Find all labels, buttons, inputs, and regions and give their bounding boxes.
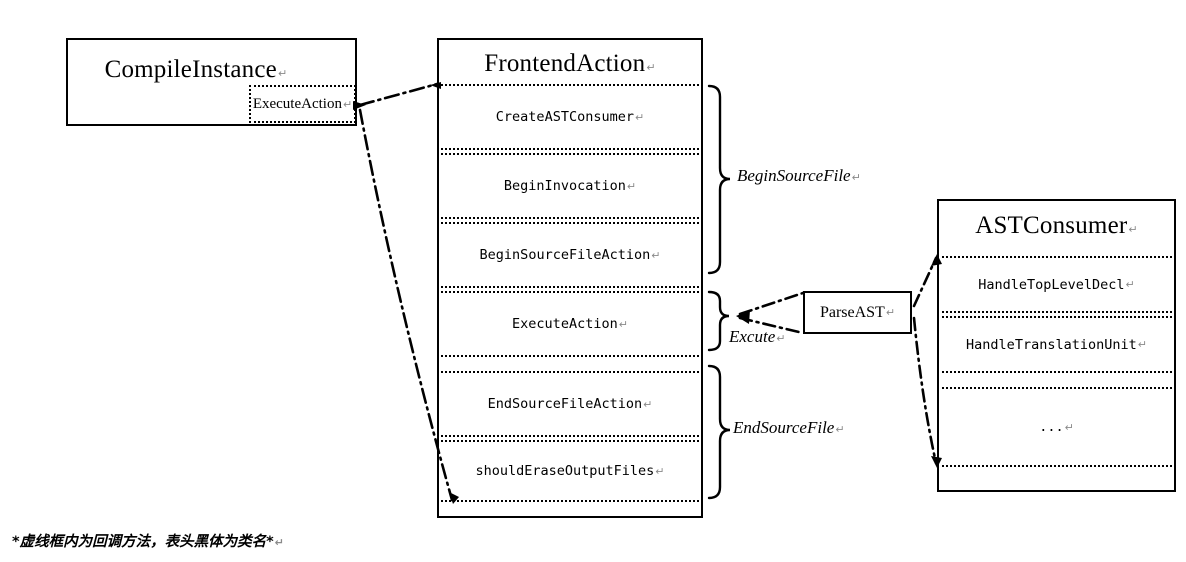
- brace-excute: [707, 290, 730, 352]
- frontend-method-row[interactable]: ExecuteAction↵: [437, 291, 703, 357]
- cr-glyph: ↵: [634, 110, 645, 124]
- connector-parseast-to-astconsumer: [912, 256, 938, 465]
- cr-glyph: ↵: [655, 464, 665, 478]
- compile-instance-callback-label: ExecuteAction↵: [252, 95, 353, 112]
- cr-glyph: ↵: [1137, 338, 1147, 351]
- cr-glyph: ↵: [1125, 278, 1135, 291]
- frontend-method-label: EndSourceFileAction: [487, 396, 643, 412]
- ast-consumer-method-row[interactable]: HandleTranslationUnit↵: [937, 316, 1176, 373]
- frontend-method-row[interactable]: CreateASTConsumer↵: [437, 84, 703, 150]
- ast-consumer-method-row[interactable]: HandleTopLevelDecl↵: [937, 256, 1176, 313]
- parse-ast-box: [803, 291, 912, 334]
- frontend-method-label: CreateASTConsumer: [495, 109, 634, 125]
- ast-consumer-method-label: ...: [1039, 419, 1064, 435]
- frontend-action-box: [437, 38, 703, 518]
- cr-glyph: ↵: [651, 248, 661, 262]
- brace-label-end-source-file: EndSourceFile↵: [733, 418, 845, 437]
- cr-glyph: ↵: [342, 97, 353, 111]
- connector-arrow-excute: [736, 310, 750, 324]
- cr-glyph: ↵: [274, 536, 284, 549]
- ast-consumer-title: ASTConsumer↵: [975, 212, 1138, 239]
- frontend-action-title: FrontendAction↵: [484, 50, 656, 77]
- parse-ast-label: ParseAST↵: [819, 303, 896, 321]
- frontend-method-row[interactable]: BeginInvocation↵: [437, 153, 703, 219]
- cr-glyph: ↵: [626, 179, 637, 193]
- ast-consumer-method-label: HandleTranslationUnit: [966, 336, 1137, 353]
- frontend-method-row[interactable]: BeginSourceFileAction↵: [437, 222, 703, 288]
- compile-instance-title: CompileInstance↵: [104, 56, 288, 83]
- frontend-method-label: shouldEraseOutputFiles: [475, 463, 655, 479]
- cr-glyph: ↵: [646, 61, 656, 74]
- ast-consumer-box: [937, 199, 1176, 492]
- cr-glyph: ↵: [885, 306, 896, 319]
- brace-end-source-file: [707, 364, 731, 500]
- frontend-method-label: BeginInvocation: [503, 178, 626, 194]
- brace-begin-source-file: [707, 84, 731, 275]
- frontend-method-row[interactable]: shouldEraseOutputFiles↵: [437, 440, 703, 502]
- cr-glyph: ↵: [643, 397, 653, 411]
- frontend-method-row[interactable]: EndSourceFileAction↵: [437, 371, 703, 437]
- cr-glyph: ↵: [776, 332, 786, 345]
- cr-glyph: ↵: [618, 317, 628, 331]
- brace-label-excute: Excute↵: [729, 327, 786, 346]
- frontend-method-label: ExecuteAction: [512, 316, 618, 332]
- ast-consumer-method-row[interactable]: ...↵: [937, 387, 1176, 467]
- frontend-method-label: BeginSourceFileAction: [479, 247, 651, 263]
- brace-label-begin-source-file: BeginSourceFile↵: [737, 166, 861, 185]
- footnote-note: *虚线框内为回调方法，表头黑体为类名*↵: [12, 534, 284, 550]
- compile-instance-box: [66, 38, 357, 126]
- cr-glyph: ↵: [277, 67, 288, 80]
- cr-glyph: ↵: [835, 423, 845, 436]
- cr-glyph: ↵: [1128, 223, 1138, 236]
- ast-consumer-method-label: HandleTopLevelDecl: [978, 276, 1125, 293]
- cr-glyph: ↵: [851, 171, 861, 184]
- cr-glyph: ↵: [1064, 420, 1074, 434]
